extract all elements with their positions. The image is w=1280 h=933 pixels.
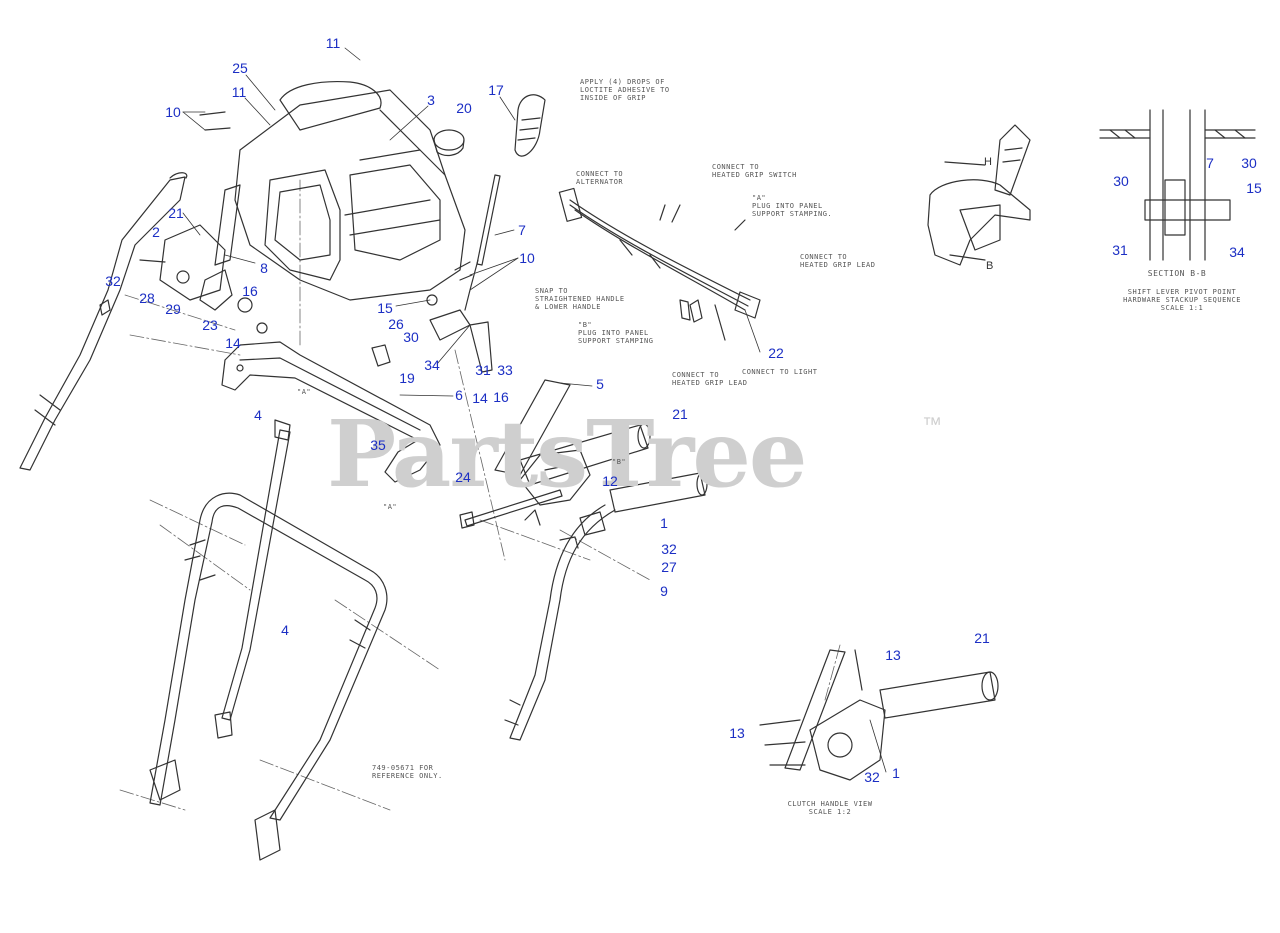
callout-2[interactable]: 2 xyxy=(152,224,160,240)
callout-21[interactable]: 21 xyxy=(672,406,688,422)
callout-35[interactable]: 35 xyxy=(370,437,386,453)
callout-4[interactable]: 4 xyxy=(281,622,289,638)
panel-bracket xyxy=(221,341,441,483)
left-hardware xyxy=(99,111,268,334)
callout-32[interactable]: 32 xyxy=(661,541,677,557)
clutch-handle-inset xyxy=(759,649,999,781)
section-letter-h: H xyxy=(984,156,992,168)
note-heated-grip-lead-bottom: CONNECT TO HEATED GRIP LEAD xyxy=(672,371,748,387)
callout-29[interactable]: 29 xyxy=(165,301,181,317)
callout-23[interactable]: 23 xyxy=(202,317,218,333)
note-clutch-handle-view: CLUTCH HANDLE VIEW SCALE 1:2 xyxy=(787,800,873,816)
callout-20[interactable]: 20 xyxy=(456,100,472,116)
callout-31[interactable]: 31 xyxy=(1112,242,1128,258)
callout-28[interactable]: 28 xyxy=(139,290,155,306)
callout-1[interactable]: 1 xyxy=(660,515,668,531)
callout-15[interactable]: 15 xyxy=(377,300,393,316)
grip-17 xyxy=(514,94,546,157)
callout-21[interactable]: 21 xyxy=(974,630,990,646)
callout-17[interactable]: 17 xyxy=(488,82,504,98)
callout-14[interactable]: 14 xyxy=(225,335,241,351)
callout-12[interactable]: 12 xyxy=(602,473,618,489)
note-stackup: SHIFT LEVER PIVOT POINT HARDWARE STACKUP… xyxy=(1123,288,1241,312)
callout-6[interactable]: 6 xyxy=(455,387,463,403)
callout-21[interactable]: 21 xyxy=(168,205,184,221)
callout-34[interactable]: 34 xyxy=(424,357,440,373)
callout-3[interactable]: 3 xyxy=(427,92,435,108)
lower-handle-frame xyxy=(149,492,388,861)
callout-11[interactable]: 11 xyxy=(231,84,247,100)
callout-13[interactable]: 13 xyxy=(729,725,745,741)
note-loctite: APPLY (4) DROPS OF LOCTITE ADHESIVE TO I… xyxy=(580,78,670,102)
callout-11[interactable]: 11 xyxy=(325,35,341,51)
callout-22[interactable]: 22 xyxy=(768,345,784,361)
callout-34[interactable]: 34 xyxy=(1229,244,1245,260)
tag-a-2: "A" xyxy=(383,503,398,511)
callout-19[interactable]: 19 xyxy=(399,370,415,386)
note-snap: SNAP TO STRAIGHTENED HANDLE & LOWER HAND… xyxy=(535,287,625,311)
callout-32[interactable]: 32 xyxy=(864,769,880,785)
dash-panel xyxy=(234,80,466,301)
note-section-bb: SECTION B-B xyxy=(1147,269,1207,278)
section-bb-inset xyxy=(1099,109,1256,261)
callout-1[interactable]: 1 xyxy=(892,765,900,781)
clutch-parts xyxy=(459,489,606,549)
callout-13[interactable]: 13 xyxy=(885,647,901,663)
callout-27[interactable]: 27 xyxy=(661,559,677,575)
right-upper-handle xyxy=(504,423,708,741)
callout-30[interactable]: 30 xyxy=(403,329,419,345)
callout-10[interactable]: 10 xyxy=(165,104,181,120)
callout-9[interactable]: 9 xyxy=(660,583,668,599)
tag-a-1: "A" xyxy=(297,388,312,396)
callout-8[interactable]: 8 xyxy=(260,260,268,276)
note-reference: 749-05671 FOR REFERENCE ONLY. xyxy=(372,764,443,780)
note-heated-grip-lead-right: CONNECT TO HEATED GRIP LEAD xyxy=(800,253,876,269)
callout-15[interactable]: 15 xyxy=(1246,180,1262,196)
note-alternator: CONNECT TO ALTERNATOR xyxy=(576,170,624,186)
section-letter-b: B xyxy=(986,260,994,272)
callout-30[interactable]: 30 xyxy=(1113,173,1129,189)
callout-25[interactable]: 25 xyxy=(232,60,248,76)
callout-4[interactable]: 4 xyxy=(254,407,262,423)
callout-5[interactable]: 5 xyxy=(596,376,604,392)
callout-30[interactable]: 30 xyxy=(1241,155,1257,171)
tag-b: "B" xyxy=(612,458,627,466)
callout-33[interactable]: 33 xyxy=(497,362,513,378)
note-plug-a: "A" PLUG INTO PANEL SUPPORT STAMPING. xyxy=(752,194,833,218)
knob-20 xyxy=(433,129,465,157)
callout-24[interactable]: 24 xyxy=(455,469,471,485)
callout-32[interactable]: 32 xyxy=(105,273,121,289)
callout-10[interactable]: 10 xyxy=(519,250,535,266)
callout-16[interactable]: 16 xyxy=(242,283,258,299)
callout-26[interactable]: 26 xyxy=(388,316,404,332)
note-plug-b: "B" PLUG INTO PANEL SUPPORT STAMPING xyxy=(578,321,654,345)
wire-harness xyxy=(558,187,761,341)
rod-4 xyxy=(214,419,291,739)
callout-14[interactable]: 14 xyxy=(472,390,488,406)
callout-7[interactable]: 7 xyxy=(1206,155,1214,171)
right-hardware xyxy=(426,261,493,373)
shift-lever-inset xyxy=(927,124,1031,266)
callout-16[interactable]: 16 xyxy=(493,389,509,405)
leader-lines xyxy=(182,47,887,773)
callout-7[interactable]: 7 xyxy=(518,222,526,238)
center-lines xyxy=(119,179,841,811)
callout-31[interactable]: 31 xyxy=(475,362,491,378)
trademark-symbol: ™ xyxy=(922,414,942,436)
watermark: PartsTree xyxy=(327,400,807,508)
left-upper-handle xyxy=(19,172,188,471)
note-connect-light: CONNECT TO LIGHT xyxy=(742,368,818,376)
note-heated-grip-switch: CONNECT TO HEATED GRIP SWITCH xyxy=(712,163,797,179)
